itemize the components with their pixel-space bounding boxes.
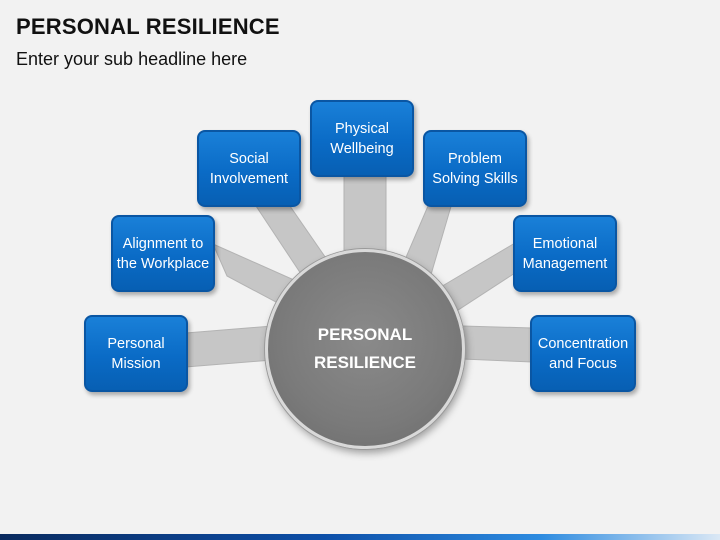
node-alignment-workplace[interactable]: Alignment to the Workplace (111, 215, 215, 292)
node-label: Alignment to the Workplace (116, 235, 210, 272)
center-label: PERSONAL RESILIENCE (313, 325, 417, 372)
node-physical-wellbeing[interactable]: Physical Wellbeing (310, 100, 414, 177)
node-personal-mission[interactable]: Personal Mission (84, 315, 188, 392)
page-subtitle: Enter your sub headline here (16, 49, 248, 69)
node-label: Physical Wellbeing (330, 120, 394, 157)
node-label: Personal Mission (107, 335, 165, 372)
footer-bar (0, 534, 720, 540)
node-label: Emotional Management (522, 235, 608, 272)
node-concentration-focus[interactable]: Concentration and Focus (530, 315, 636, 392)
node-problem-solving[interactable]: Problem Solving Skills (423, 130, 527, 207)
connector-personal-mission (185, 325, 273, 368)
node-social-involvement[interactable]: Social Involvement (197, 130, 301, 207)
connector-physical-wellbeing (343, 175, 387, 251)
center-circle[interactable]: PERSONAL RESILIENCE (265, 249, 465, 449)
connector-concentration-focus (462, 325, 533, 363)
node-emotional-management[interactable]: Emotional Management (513, 215, 617, 292)
node-label: Social Involvement (209, 150, 289, 187)
node-label: Concentration and Focus (537, 335, 629, 372)
node-label: Problem Solving Skills (432, 150, 518, 187)
page-title: PERSONAL RESILIENCE (16, 14, 280, 39)
